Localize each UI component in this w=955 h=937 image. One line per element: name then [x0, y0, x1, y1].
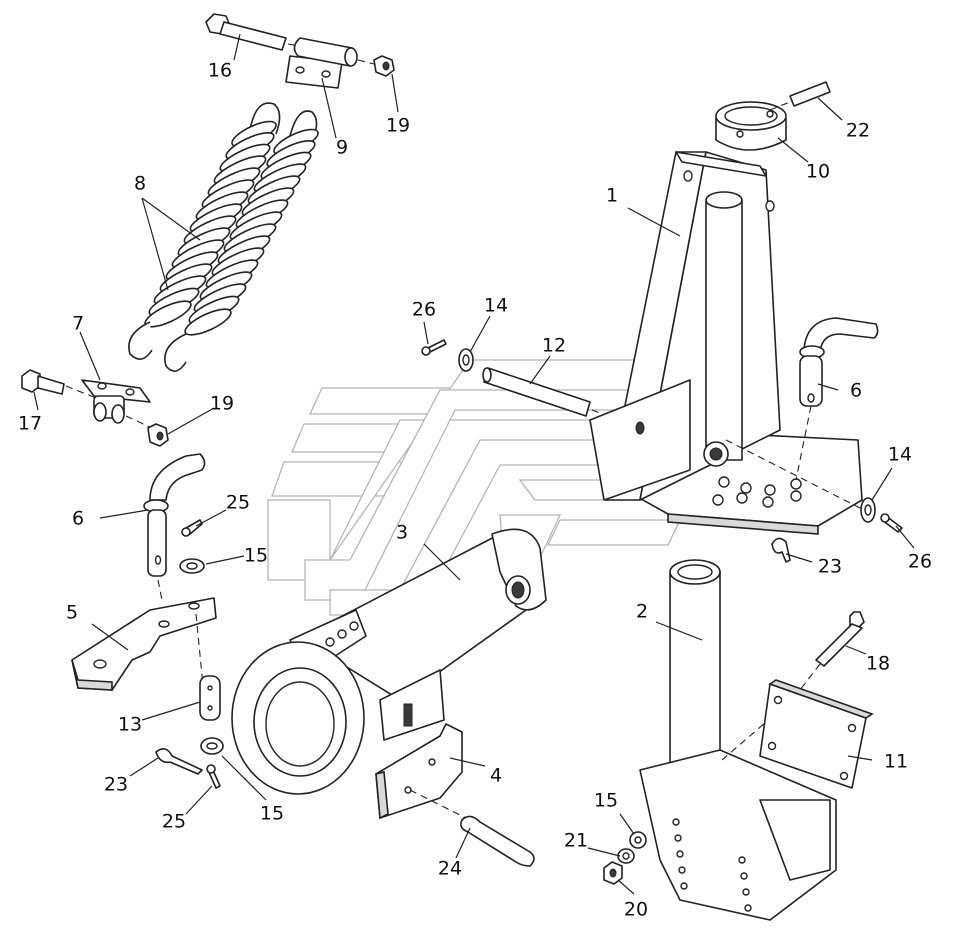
callout-19-top: 19 [385, 114, 411, 137]
callout-3: 3 [395, 521, 409, 544]
part-13-pin [199, 675, 221, 721]
callout-23-left: 23 [103, 773, 129, 796]
callout-15-left-bottom: 15 [259, 802, 285, 825]
callout-14-right: 14 [887, 443, 913, 466]
part-25-cotter-pin-top [181, 519, 203, 537]
part-17-bolt [21, 369, 65, 395]
part-25-cotter-pin-bottom [206, 764, 221, 789]
part-19-nut-top [373, 55, 395, 77]
callout-15-bottom-right: 15 [593, 789, 619, 812]
callout-21: 21 [563, 829, 589, 852]
part-1-column [589, 151, 863, 535]
callout-2: 2 [635, 600, 649, 623]
callout-25-top: 25 [225, 491, 251, 514]
part-15-washer-bottom [629, 831, 647, 849]
callout-16: 16 [207, 59, 233, 82]
part-9-hinge-bracket [285, 37, 375, 89]
callout-6-left: 6 [71, 507, 85, 530]
part-11-side-plate [759, 679, 874, 789]
part-15-washer-left-top [179, 558, 205, 574]
part-8-springs [128, 102, 319, 372]
part-21-washer [617, 848, 635, 864]
callout-18: 18 [865, 652, 891, 675]
part-4-plate [375, 723, 471, 821]
part-20-nut [603, 861, 623, 885]
part-3-arm-tube [231, 528, 547, 795]
spring-b-coils [184, 128, 319, 336]
callout-25-bottom: 25 [161, 810, 187, 833]
callout-20: 20 [623, 898, 649, 921]
callout-14-left: 14 [483, 294, 509, 317]
callout-9: 9 [335, 136, 349, 159]
callout-5: 5 [65, 601, 79, 624]
part-6-pin-left [143, 453, 206, 601]
callout-17: 17 [17, 412, 43, 435]
part-23-r-clip-right [771, 537, 791, 563]
callout-19-mid: 19 [209, 392, 235, 415]
part-22-pin [769, 81, 831, 111]
part-23-r-clip-left [155, 748, 203, 775]
part-18-bolt [799, 611, 865, 691]
callout-10: 10 [805, 160, 831, 183]
part-26-cotter-pin-left [421, 339, 447, 356]
callout-7: 7 [71, 312, 85, 335]
part-14-washer-left [458, 348, 474, 372]
callout-13: 13 [117, 713, 143, 736]
part-10-collar [715, 101, 787, 151]
part-5-link-plate [71, 597, 217, 697]
callout-23-right: 23 [817, 555, 843, 578]
callout-11: 11 [883, 750, 909, 773]
part-19-nut-mid [147, 423, 169, 447]
callout-26-right: 26 [907, 550, 933, 573]
callout-6-right: 6 [849, 379, 863, 402]
callout-4: 4 [489, 764, 503, 787]
spring-a-coils [144, 120, 277, 328]
callout-1: 1 [605, 184, 619, 207]
part-2-post [639, 559, 837, 921]
callout-22: 22 [845, 119, 871, 142]
part-15-washer-left-bottom [200, 737, 224, 755]
part-7-lower-bracket [65, 379, 153, 429]
leader-lines [33, 33, 915, 895]
part-16-bolt [205, 13, 301, 51]
callout-24: 24 [437, 857, 463, 880]
part-24-clip [460, 815, 535, 867]
callout-26-left: 26 [411, 298, 437, 321]
callout-8: 8 [133, 172, 147, 195]
callout-12: 12 [541, 334, 567, 357]
part-6-pin-right [795, 317, 879, 481]
callout-15-left-top: 15 [243, 544, 269, 567]
part-14-washer-right [860, 497, 876, 523]
